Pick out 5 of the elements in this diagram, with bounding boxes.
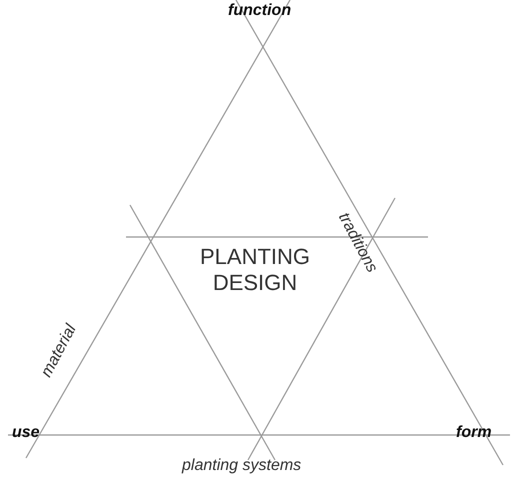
- center-title: PLANTING DESIGN: [198, 244, 312, 296]
- side-label: planting systems: [182, 457, 302, 475]
- vertex-label: use: [12, 424, 40, 442]
- vertex-label: function: [228, 2, 292, 20]
- vertex-label: form: [456, 424, 492, 442]
